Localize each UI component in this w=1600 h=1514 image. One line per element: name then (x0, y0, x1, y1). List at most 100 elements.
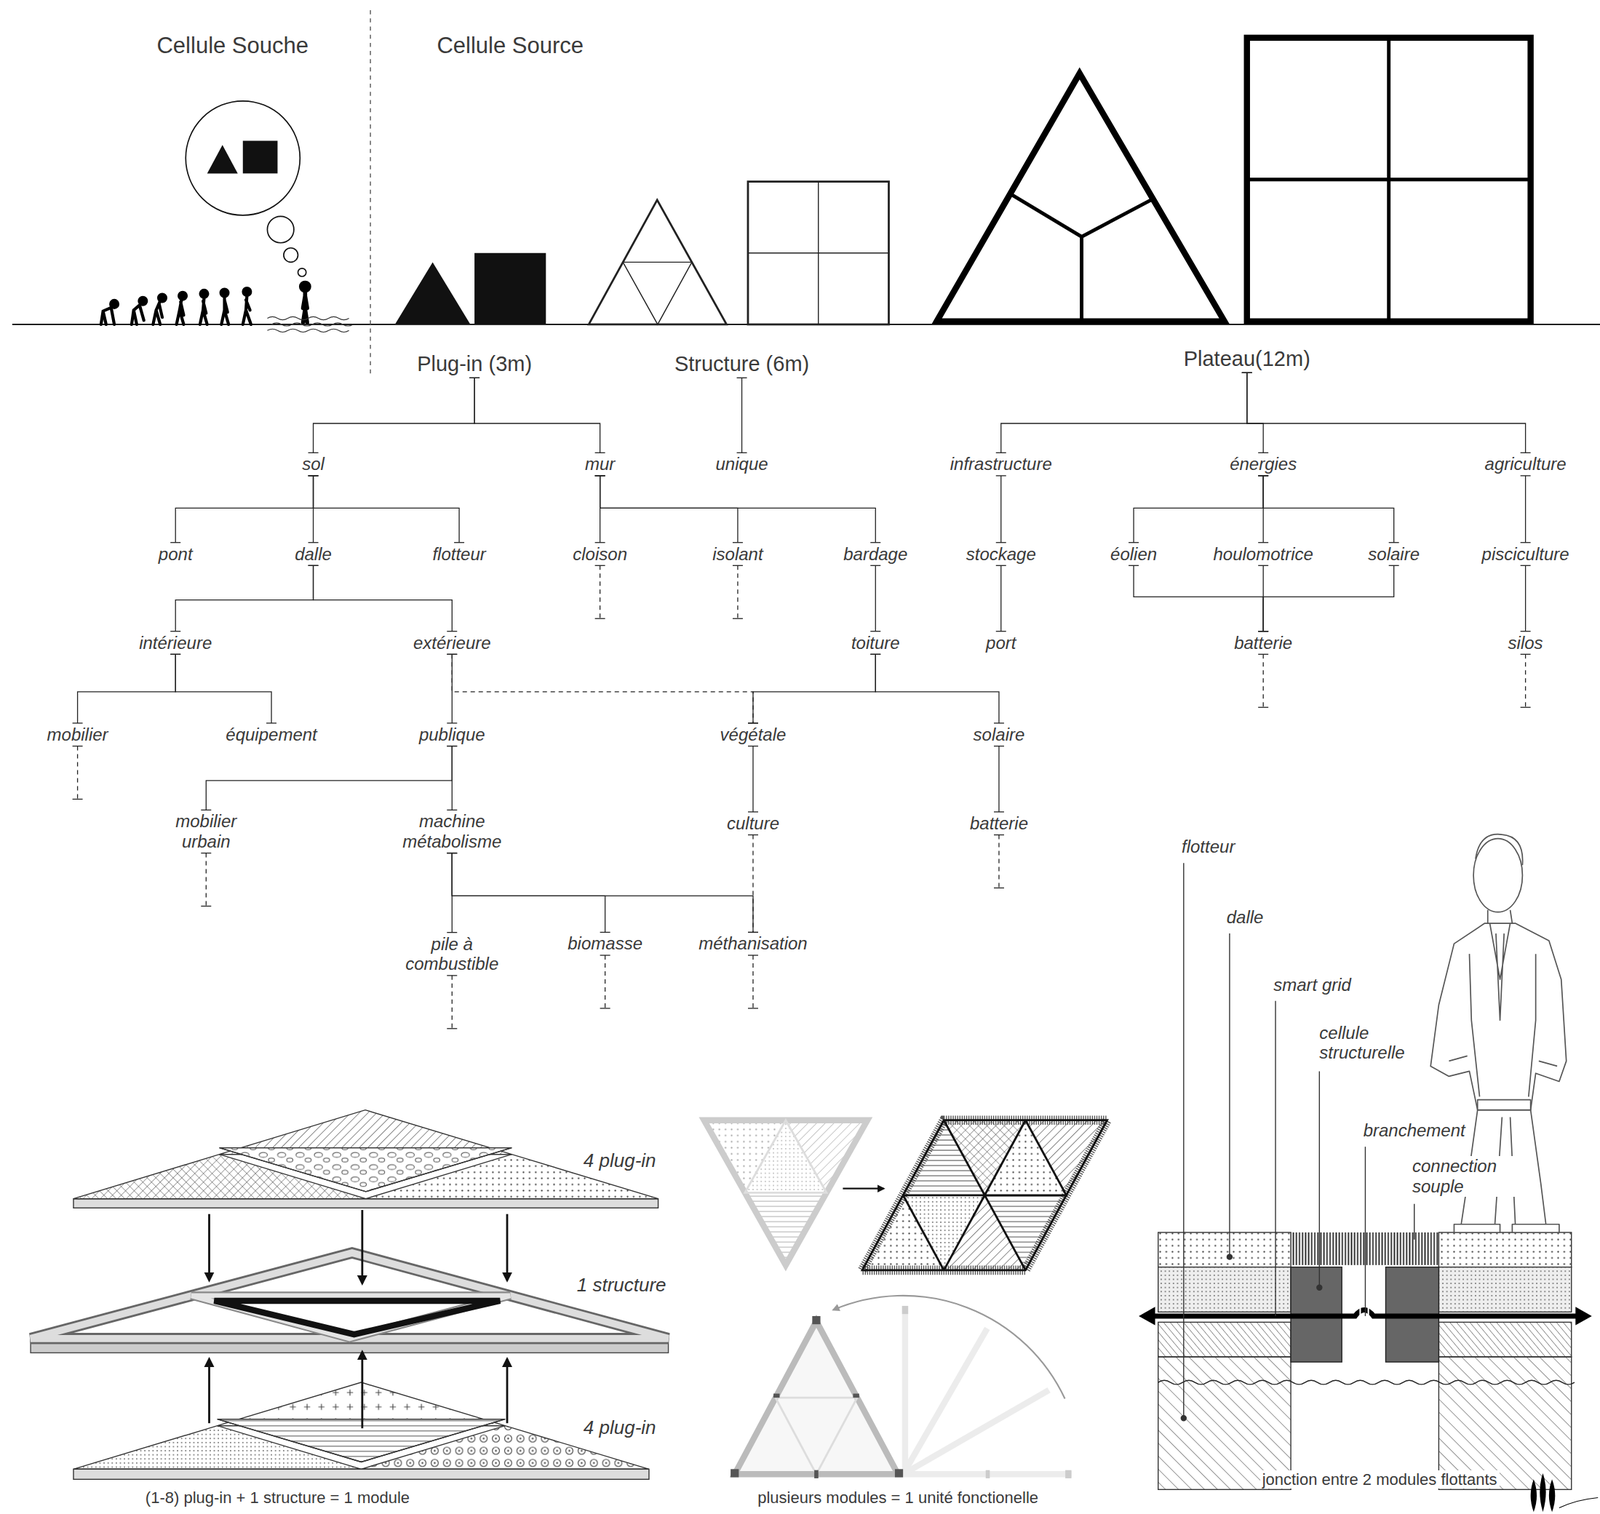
term-text: méthanisation (698, 933, 807, 954)
person-figure (1430, 923, 1567, 1111)
logo (1559, 1498, 1598, 1509)
branch-tick (1258, 475, 1269, 476)
plateau-shapes (1247, 37, 1531, 322)
tree-term: infrastructure (946, 452, 1056, 476)
branch-tick (747, 811, 759, 813)
person-figure (1490, 923, 1511, 1021)
branch-tick (747, 1007, 759, 1009)
structure-shapes (588, 181, 889, 325)
term-text: sol (301, 454, 325, 475)
tree-branch (1000, 565, 1002, 631)
evolution-figures (243, 288, 251, 296)
leader-line (1226, 1254, 1232, 1260)
rotation-diagram (985, 1470, 991, 1479)
exploded-module (73, 1469, 650, 1480)
plug-in-shapes (474, 253, 546, 325)
exploded-module (30, 1252, 669, 1339)
branch-tick (446, 745, 457, 747)
branch-tick (1128, 565, 1139, 567)
continuation-stub (604, 955, 606, 1009)
tree-term: port (982, 631, 1020, 655)
tree-term: isolant (708, 542, 767, 567)
term-text: batterie (969, 813, 1029, 834)
tree-branch (1263, 565, 1395, 631)
exploded-module (506, 1214, 509, 1281)
tree-branch (313, 377, 476, 453)
term-text: agriculture (1485, 454, 1567, 475)
branch-tick (308, 452, 319, 454)
term-text: isolant (712, 544, 763, 565)
branch-tick (1520, 565, 1531, 567)
module-assembly (745, 1120, 827, 1194)
logo (1530, 1473, 1599, 1512)
branch-tick (1258, 654, 1269, 655)
branch-tick (595, 565, 606, 567)
branch-tick (446, 852, 457, 854)
continuation-stub (77, 746, 78, 800)
thought-bubble (243, 141, 278, 174)
term-text: mobilier urbain (162, 811, 250, 852)
term-text: port (985, 633, 1016, 654)
module-assembly (902, 1120, 1066, 1271)
branch-tick (446, 974, 457, 976)
person-figure (1453, 1224, 1559, 1233)
tree-branch (1133, 565, 1264, 631)
leader-line (1413, 1204, 1415, 1240)
term-text: batterie (1234, 633, 1293, 654)
branch-tick (308, 565, 319, 567)
term-text: publique (419, 724, 486, 746)
branch-tick (308, 475, 319, 476)
structure-shapes (747, 181, 890, 325)
term-text: Plateau(12m) (1183, 347, 1311, 372)
exploded-module (191, 1295, 511, 1339)
tree-branch (1000, 475, 1002, 543)
tree-branch (752, 835, 754, 933)
branch-tick (732, 618, 743, 620)
tree-branch (875, 565, 877, 631)
branch-tick (200, 852, 212, 854)
branch-tick (1242, 372, 1253, 374)
divider (369, 10, 371, 376)
tree-term: houlomotrice (1209, 542, 1317, 567)
branch-tick (600, 932, 611, 933)
rotation-diagram (902, 1306, 1072, 1479)
term-text: pisciculture (1482, 544, 1570, 565)
module-assembly (745, 1120, 827, 1194)
branch-tick (72, 372, 1531, 1029)
tree-term: végétale (716, 723, 791, 747)
tree-branch (451, 853, 754, 933)
evolution-figures (200, 297, 208, 324)
branch-tick (1258, 630, 1269, 632)
rotation-diagram (902, 1306, 909, 1475)
junction-section (1438, 1267, 1571, 1313)
branch-tick (446, 745, 457, 747)
branch-tick (200, 809, 212, 811)
branch-tick (737, 452, 748, 454)
caption: jonction entre 2 modules flottants (1260, 1470, 1500, 1489)
person-figure (1448, 953, 1558, 1097)
logo (1530, 1479, 1537, 1512)
scale-heading: Structure (6m) (670, 350, 813, 378)
tree-term: biomasse (563, 932, 647, 956)
structure-shapes (747, 181, 890, 325)
branch-tick (72, 745, 83, 747)
branch-tick (308, 565, 319, 567)
structure-shapes (622, 261, 692, 325)
part-label: dalle (1224, 907, 1267, 928)
leader-line (1364, 1146, 1366, 1317)
branch-tick (1520, 452, 1531, 454)
term-text: culture (726, 813, 780, 834)
scale-heading: Plateau(12m) (1180, 345, 1315, 373)
leader-line (1183, 862, 1184, 1419)
term-text: Structure (6m) (674, 352, 810, 377)
branch-tick (446, 852, 457, 854)
tree-term: silos (1504, 631, 1547, 655)
tree-branch (741, 377, 743, 453)
part-label: 1 structure (574, 1274, 669, 1297)
water (267, 328, 349, 332)
branch-tick (870, 542, 881, 543)
module-assembly (984, 1120, 1066, 1196)
continuation-stub (1525, 654, 1526, 708)
